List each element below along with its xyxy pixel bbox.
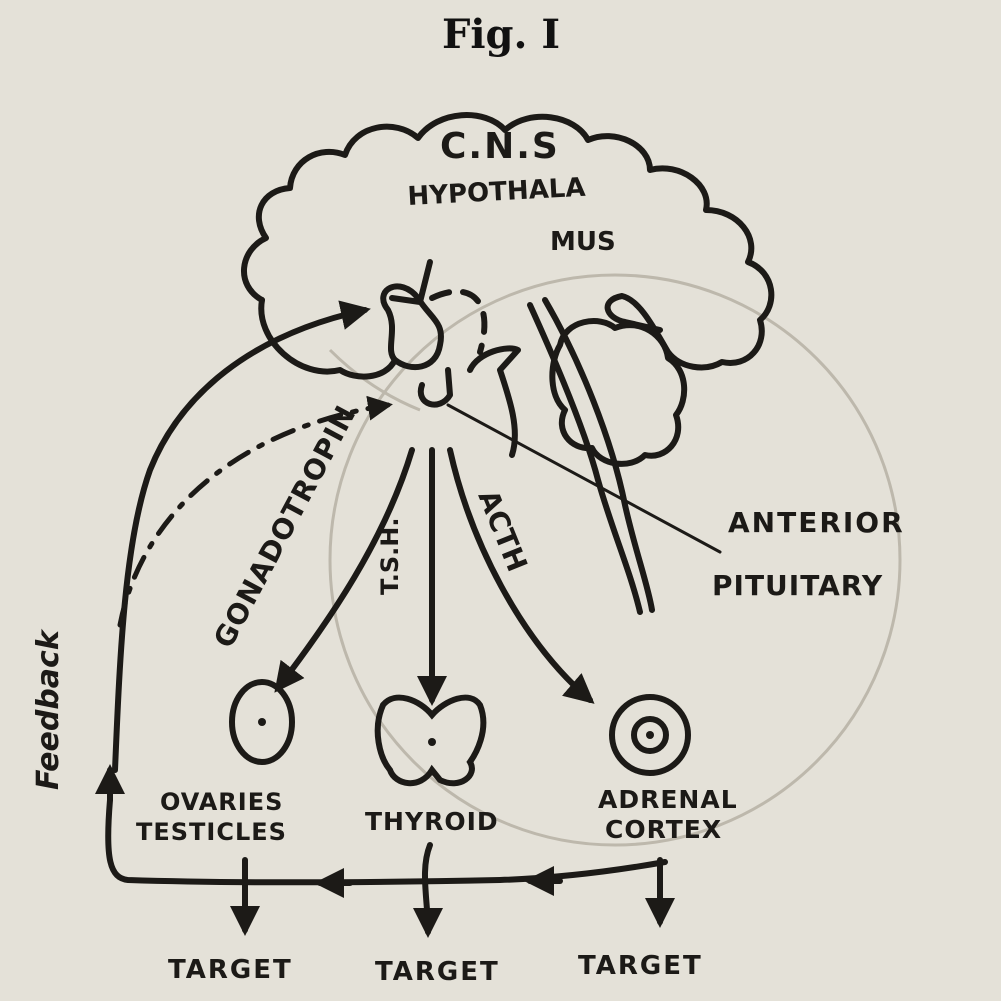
label-target-1: TARGET — [168, 955, 293, 985]
feedback-to-hypothalamus-arrow — [112, 300, 371, 773]
cerebellum — [549, 318, 688, 467]
label-ovaries: OVARIES — [160, 788, 283, 816]
label-hypothalamus-1: HYPOTHALA — [407, 173, 586, 212]
label-adrenal: ADRENAL — [598, 785, 738, 814]
medulla-back — [542, 297, 655, 613]
label-cns: C.N.S — [440, 126, 560, 167]
anterior-pituitary-body — [467, 345, 521, 458]
brain-outline — [241, 112, 775, 371]
gonads-gland — [229, 679, 295, 765]
label-anterior: ANTERIOR — [728, 506, 905, 539]
page-bleed-through — [328, 273, 902, 847]
thyroid-gland — [374, 694, 487, 787]
label-testicles: TESTICLES — [136, 818, 287, 846]
hypothalamus-dashed-link — [429, 288, 488, 355]
label-thyroid: THYROID — [365, 807, 499, 836]
pituitary-pointer-line — [446, 403, 722, 554]
label-tsh: T.S.H. — [376, 518, 404, 595]
adrenal-gland — [609, 694, 691, 776]
label-hypothalamus-2: MUS — [550, 227, 616, 257]
figure-title: Fig. I — [442, 11, 560, 58]
hypothalamus-lobe — [380, 283, 444, 370]
acth-arrow — [447, 447, 595, 704]
gonadotropin-arrow — [274, 447, 415, 693]
gonadotropin-dashed-arrow — [117, 395, 393, 628]
label-target-2: TARGET — [375, 957, 500, 987]
label-acth: ACTH — [472, 485, 534, 576]
label-target-3: TARGET — [578, 951, 703, 981]
hypothalamus-marker — [389, 259, 433, 305]
pituitary-stalk — [417, 367, 453, 408]
label-feedback: Feedback — [31, 628, 66, 790]
label-cortex: CORTEX — [605, 815, 722, 844]
label-gonadotropin: GONADOTROPIN — [207, 400, 363, 654]
label-pituitary: PITUITARY — [712, 569, 883, 602]
medulla-front — [527, 302, 643, 615]
brainstem-outline — [258, 297, 398, 380]
target-arrow-thyroid — [412, 842, 443, 938]
